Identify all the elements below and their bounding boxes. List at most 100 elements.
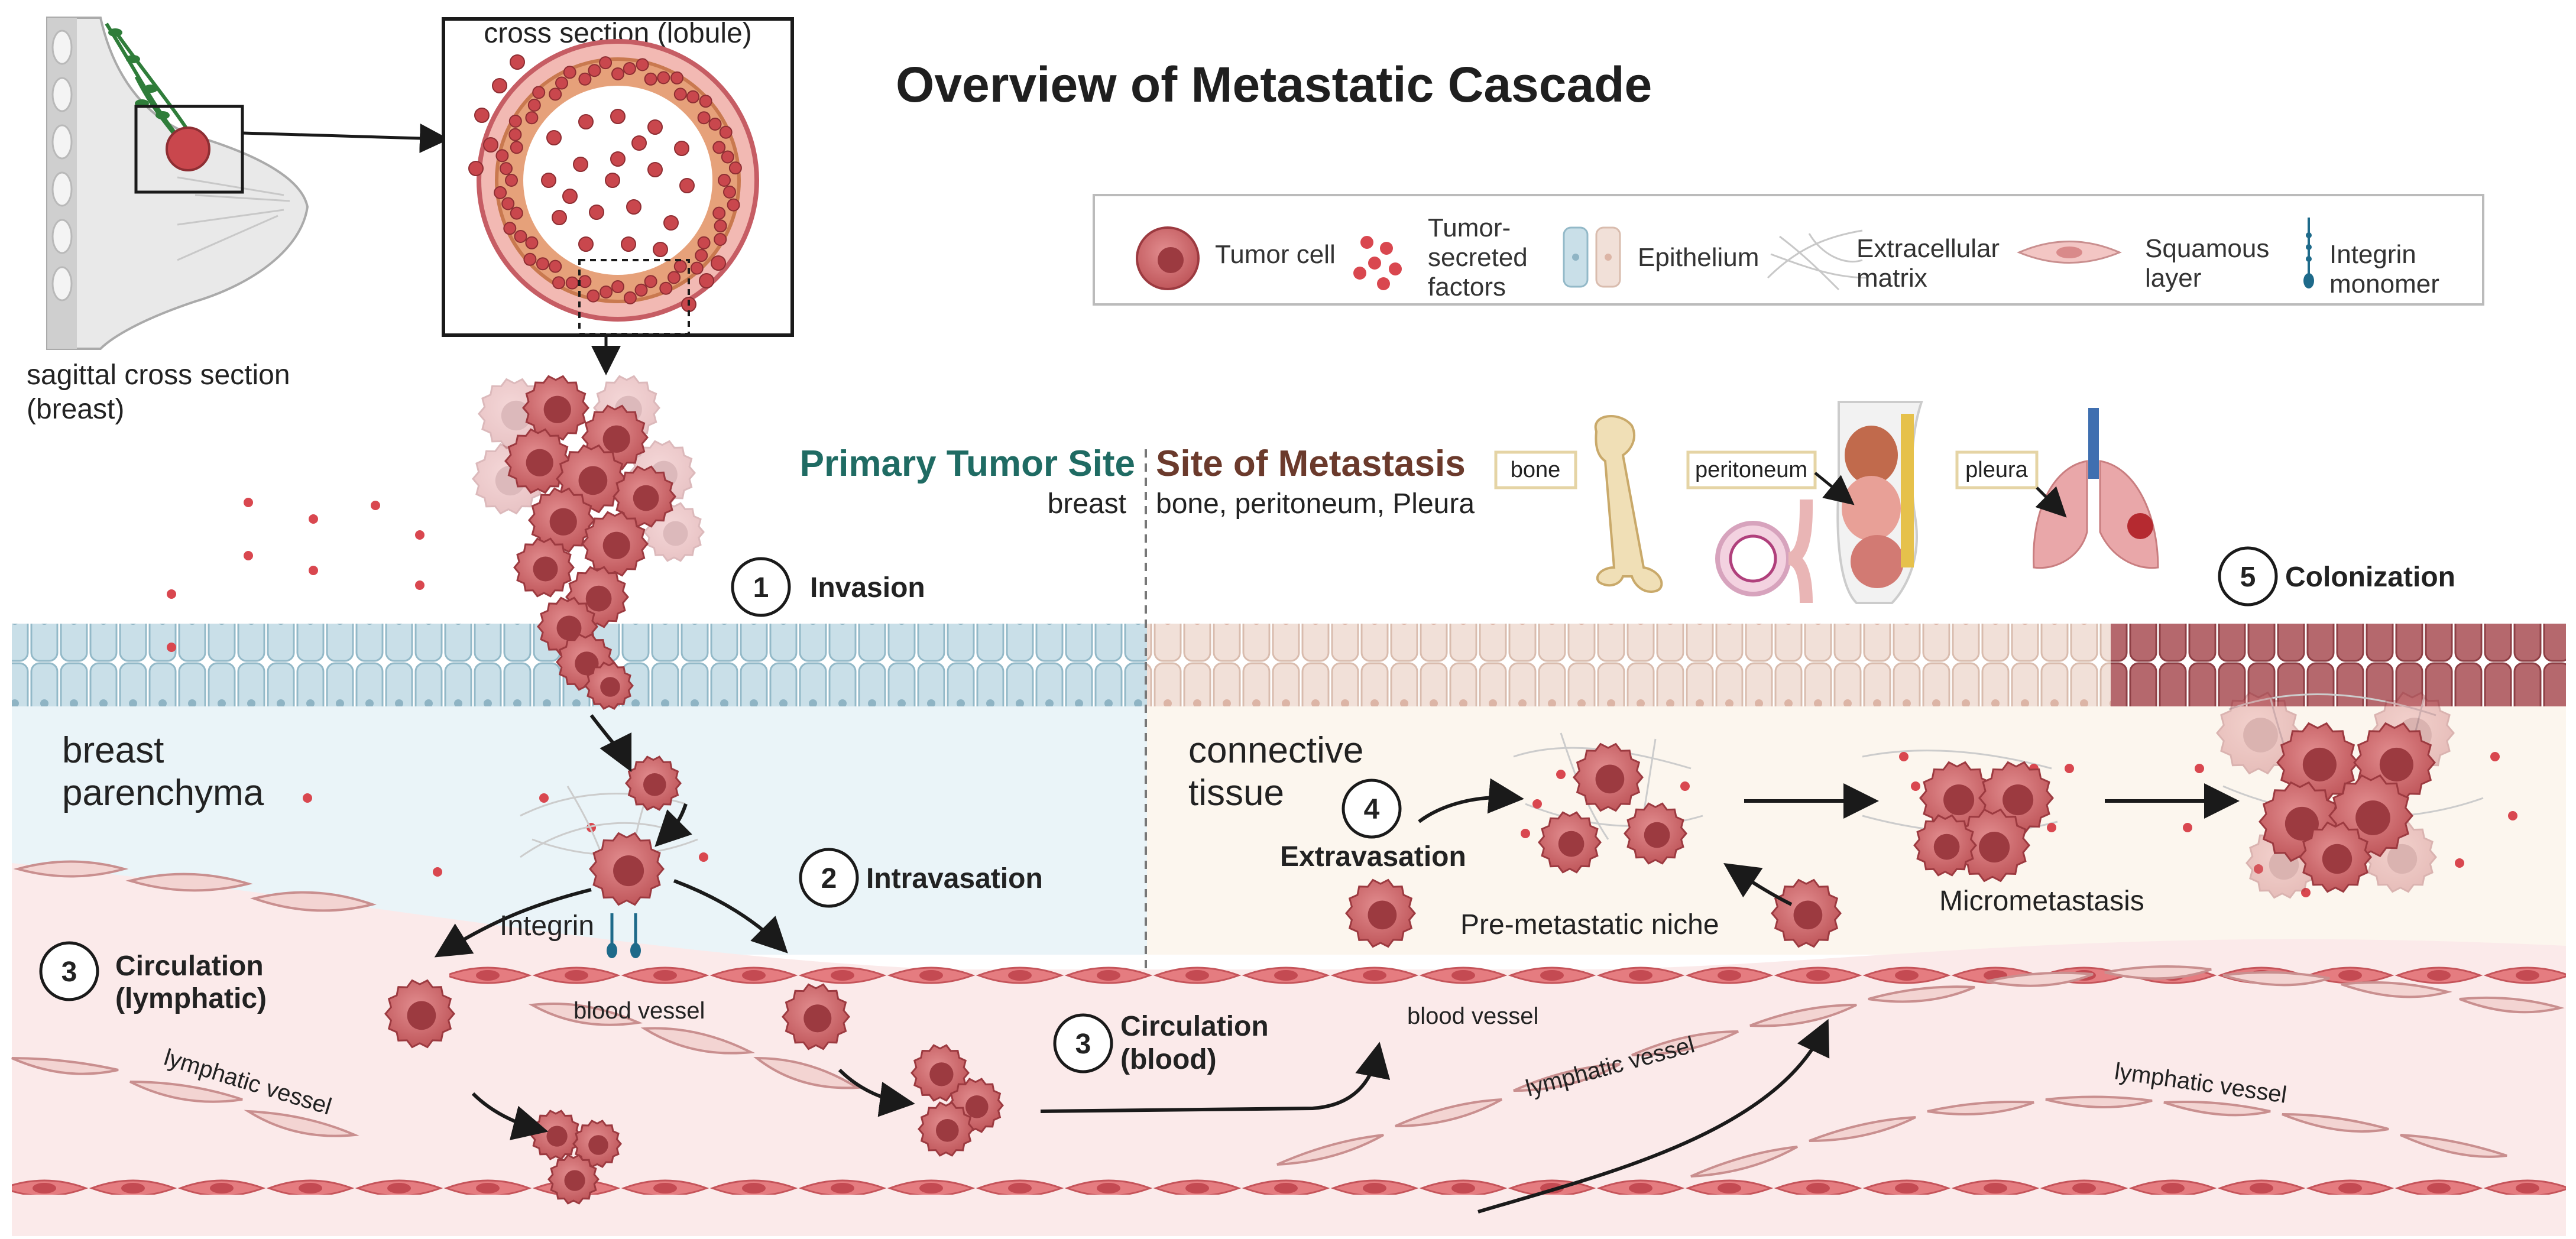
pleura-tag-label: pleura <box>1965 458 2028 482</box>
epithelium-layer-metastatic <box>1147 624 2111 706</box>
legend-integrin-1: Integrin <box>2329 240 2416 269</box>
tumor-cell <box>1771 878 1842 948</box>
epithelium-layer-colonized <box>2111 624 2566 706</box>
tumor-cell <box>528 487 595 553</box>
tumor-cell <box>2299 821 2372 893</box>
svg-text:Invasion: Invasion <box>810 572 925 604</box>
tumor-cell <box>1573 742 1644 812</box>
peritoneum-tag-label: peritoneum <box>1695 458 1807 482</box>
metastatic-tumor-cells <box>1345 691 2455 948</box>
step-3-circulation-lymphatic: 3 Circulation (lymphatic) <box>39 941 267 1014</box>
tumor-cell <box>1538 811 1602 874</box>
legend-integrin-2: monomer <box>2329 270 2439 299</box>
pleura-tag <box>1955 450 2039 489</box>
tumor-cell <box>2276 722 2359 803</box>
legend-epithelium: Epithelium <box>1638 243 1759 272</box>
tumor-cell <box>782 983 850 1050</box>
tumor-factors-icon <box>1353 236 1402 290</box>
bone-tag <box>1494 450 1577 489</box>
bone-icon <box>1594 415 1663 593</box>
bone-tag-label: bone <box>1511 458 1561 482</box>
primary-arrows <box>434 714 1391 1140</box>
sagittal-label-2: (breast) <box>27 394 124 425</box>
integrin-pair <box>607 913 641 958</box>
blood-vessel-wall-bottom <box>12 1167 2566 1195</box>
tumor-cell <box>613 465 676 528</box>
svg-text:(lymphatic): (lymphatic) <box>115 983 267 1014</box>
tumor-cell <box>589 832 665 906</box>
legend: Tumor cell Tumor- secreted factors Epith… <box>1093 194 2484 306</box>
step-3-circulation-blood: 3 Circulation (blood) <box>1053 1011 1269 1075</box>
peritoneum-icon <box>1715 500 1813 604</box>
step-5-colonization: 5 Colonization <box>2218 546 2455 606</box>
legend-ecm-2: matrix <box>1856 264 1927 293</box>
svg-text:2: 2 <box>821 863 837 894</box>
lymphatic-vessel-walls <box>11 860 2565 1178</box>
primary-site-heading: Primary Tumor Site <box>800 443 1135 484</box>
ecm-icon <box>1767 229 1869 291</box>
vessel-region <box>12 863 2566 1236</box>
legend-factors-2: secreted <box>1428 243 1528 272</box>
page-title: Overview of Metastatic Cascade <box>896 57 1652 112</box>
legend-squamous-1: Squamous <box>2145 234 2269 263</box>
breast-parenchyma-label-1: breast <box>62 730 164 771</box>
cross-section-lobule: cross section (lobule) <box>442 17 794 337</box>
tumor-cell <box>522 375 589 441</box>
lungs-icon <box>2033 408 2159 569</box>
migrating-tumor-cells <box>384 755 1004 1205</box>
sagittal-label-1: sagittal cross section <box>27 359 290 391</box>
svg-text:1: 1 <box>753 572 769 604</box>
breast-sagittal-illustration <box>46 17 309 350</box>
blood-vessel-wall-top <box>449 966 2566 994</box>
step-4-extravasation: 4 Extravasation <box>1280 779 1466 873</box>
tumor-cell <box>918 1101 974 1157</box>
integrin-icon <box>2303 218 2314 288</box>
legend-ecm-1: Extracellular <box>1856 234 2000 263</box>
tumor-cell-icon <box>1136 226 1200 290</box>
primary-tumor-cluster <box>472 375 705 710</box>
svg-text:Circulation: Circulation <box>1120 1011 1269 1042</box>
tumor-cell <box>581 511 649 577</box>
svg-text:3: 3 <box>61 956 77 988</box>
svg-text:Intravasation: Intravasation <box>866 863 1043 894</box>
tumor-cell <box>504 428 572 494</box>
tumor-cell <box>625 755 682 811</box>
legend-squamous-2: layer <box>2145 264 2201 293</box>
primary-site-sub: breast <box>1048 488 1126 520</box>
squamous-icon <box>2017 241 2122 264</box>
legend-factors-1: Tumor- <box>1428 213 1511 242</box>
svg-text:5: 5 <box>2240 562 2256 593</box>
tumor-cell <box>1624 802 1687 865</box>
step-1-invasion: 1 Invasion <box>731 557 925 617</box>
svg-text:Circulation: Circulation <box>115 951 264 982</box>
blood-vessel-label-2: blood vessel <box>1407 1003 1538 1029</box>
svg-text:Colonization: Colonization <box>2285 562 2455 593</box>
peritoneum-tag <box>1686 450 1817 489</box>
svg-text:(blood): (blood) <box>1120 1044 1217 1075</box>
tumor-cell <box>910 1044 970 1102</box>
pre-metastatic-niche-label: Pre-metastatic niche <box>1460 909 1719 940</box>
tumor-cell <box>384 979 455 1049</box>
tumor-cell <box>584 661 634 710</box>
metastasis-site-sub: bone, peritoneum, Pleura <box>1156 488 1475 520</box>
step-2-intravasation: 2 Intravasation <box>799 848 1043 908</box>
metastatic-arrows <box>1418 778 2240 1214</box>
abdomen-icon <box>1836 401 1923 604</box>
metastasis-site-heading: Site of Metastasis <box>1156 443 1466 484</box>
connective-tissue-label-2: tissue <box>1188 773 1284 813</box>
breast-parenchyma-label-2: parenchyma <box>62 773 264 813</box>
tumor-cell <box>572 1120 622 1168</box>
svg-text:3: 3 <box>1075 1029 1091 1060</box>
legend-factors-3: factors <box>1428 273 1506 301</box>
tumor-cell <box>513 537 575 598</box>
tumor-cell <box>1345 878 1416 948</box>
svg-text:4: 4 <box>1364 794 1380 825</box>
blood-vessel-label-1: blood vessel <box>573 998 705 1024</box>
tumor-cell <box>1913 814 1977 877</box>
integrin-label: Integrin <box>500 910 594 942</box>
svg-text:Extravasation: Extravasation <box>1280 841 1466 873</box>
legend-tumor-cell: Tumor cell <box>1215 240 1336 269</box>
micrometastasis-label: Micrometastasis <box>1939 886 2144 917</box>
tumor-cell <box>547 1154 600 1205</box>
